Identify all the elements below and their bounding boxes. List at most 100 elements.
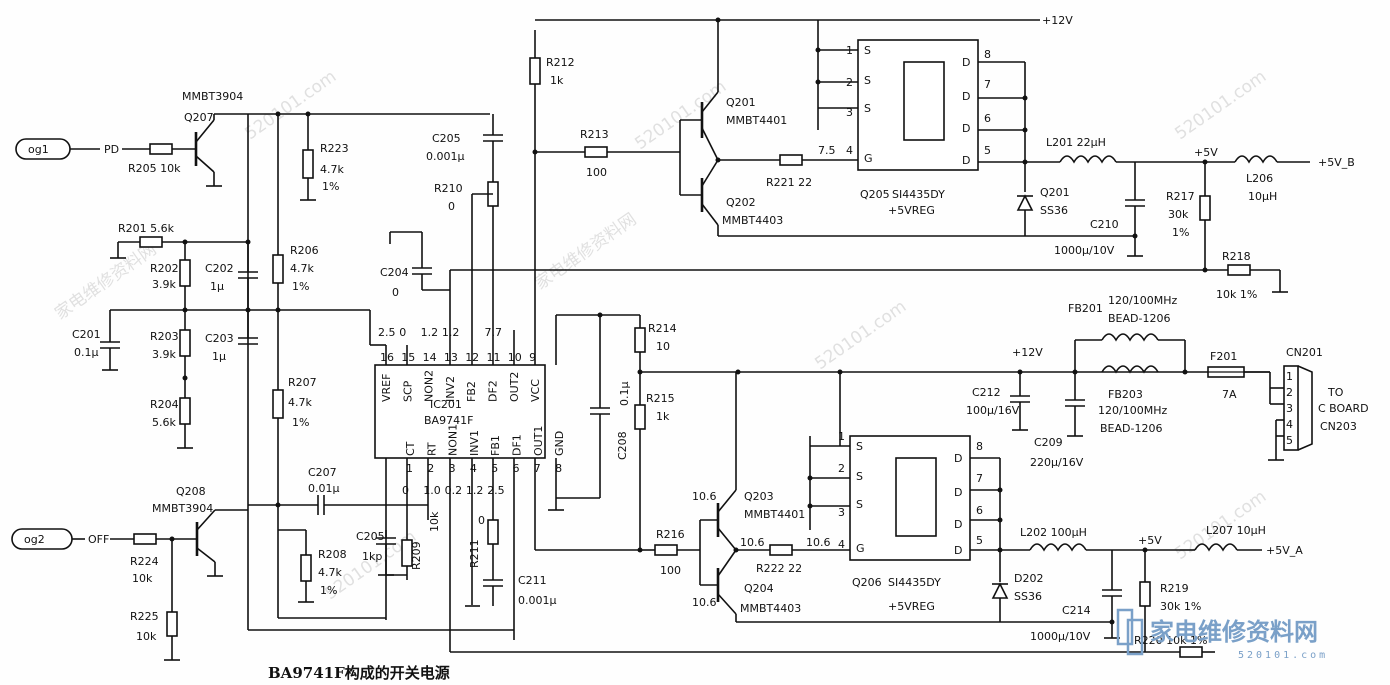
brand-logo-mark [1116, 608, 1134, 646]
og1-label: og1 [28, 143, 49, 156]
c205b-label: C205 [356, 530, 385, 543]
r225-label: R225 [130, 610, 159, 623]
r211-value: 0 [478, 514, 485, 527]
fb203-value: 120/100MHz [1098, 404, 1167, 417]
c201-value: 0.1µ [74, 346, 99, 359]
ic201-pin-num: 4 [470, 462, 477, 475]
r206-value: 4.7k [290, 262, 314, 275]
q203-part: MMBT4401 [744, 508, 805, 521]
ic201-pin-num: 15 [401, 351, 415, 364]
c212-value: 100µ/16V [966, 404, 1020, 417]
r218-value: 10k 1% [1216, 288, 1257, 301]
q205-part: SI4435DY [892, 188, 945, 201]
cn201-to: TO [1327, 386, 1344, 399]
r223-value: 4.7k [320, 163, 344, 176]
r220-label: R220 10k 1% [1134, 634, 1207, 647]
c208-label: C208 [616, 431, 629, 460]
mosfet-pin-letter: S [864, 102, 871, 115]
c205a-label: C205 [432, 132, 461, 145]
mosfet-pin-letter: D [954, 486, 962, 499]
r216-value: 100 [660, 564, 681, 577]
q205-pin8: 8 [984, 48, 991, 61]
d202-diode: D202 SS36 [991, 550, 1043, 622]
ic201-pin-name: RT [425, 442, 438, 456]
r217-value: 30k [1168, 208, 1189, 221]
ic201-pin-name: GND [553, 431, 566, 456]
c209-label: C209 [1034, 436, 1063, 449]
q202-ref: Q202 [726, 196, 756, 209]
mosfet-pin-letter: G [856, 542, 865, 555]
r218-label: R218 [1222, 250, 1251, 263]
l207-inductor: L207 10µH +5V_A [1180, 524, 1303, 557]
ic201-pin-name: OUT1 [532, 426, 545, 456]
off-label: OFF [88, 533, 109, 546]
fb203-label: FB203 [1108, 388, 1143, 401]
r213-value: 100 [586, 166, 607, 179]
mosfet-pin-letter: D [954, 452, 962, 465]
q205-pin6: 6 [984, 112, 991, 125]
ic201-ref: IC201 [430, 398, 462, 411]
c203-value: 1µ [212, 350, 226, 363]
q205-pin2: 2 [846, 76, 853, 89]
mosfet-pin-letter: D [962, 122, 970, 135]
rail-5v-bottom: +5V [1138, 534, 1162, 547]
q206-ref: Q206 [852, 576, 882, 589]
d201-label: Q201 [1040, 186, 1070, 199]
r221-label: R221 22 [766, 176, 812, 189]
ic201-pin-num: 14 [423, 351, 437, 364]
brand-logo-mark-2 [1126, 618, 1144, 656]
r216-resistor: R216 100 [640, 528, 700, 577]
l206-value: 10µH [1248, 190, 1277, 203]
r202-r204-chain: R202 3.9k R203 3.9k R204 5.6k [150, 242, 193, 449]
r222-resistor: R222 22 10.6 [756, 536, 850, 575]
r211-c211: R211 0 C211 0.001µ [465, 514, 557, 607]
cn201-pin2: 2 [1286, 386, 1293, 399]
r212-resistor: R212 1k [529, 56, 575, 87]
q205-pin4: 4 [846, 144, 853, 157]
q205-ref: Q205 [860, 188, 890, 201]
c202-label: C202 [205, 262, 234, 275]
ic201-pin-num: 8 [555, 462, 562, 475]
ic201-pin-name: DF2 [487, 380, 500, 402]
cn201-pin1: 1 [1286, 370, 1293, 383]
ic201-body [374, 364, 546, 459]
q207-transistor: MMBT3904 Q207 [182, 90, 248, 187]
rail-12v-mid: +12V [1012, 346, 1043, 359]
r206-tol: 1% [292, 280, 309, 293]
ic201-pin-voltage: 2.5 [378, 326, 396, 339]
q207-part: MMBT3904 [182, 90, 243, 103]
f201-fuse: F201 7A [1207, 350, 1245, 401]
q205-gate-v: 7.5 [818, 144, 836, 157]
ic201-bottom-pins: 10CT21.0RT30.2NON141.2INV152.5FB16DF17OU… [402, 424, 566, 497]
c203-label: C203 [205, 332, 234, 345]
r213-resistor: R213 100 [535, 128, 680, 179]
ic201-pin-num: 5 [491, 462, 498, 475]
ic201-part: BA9741F [424, 414, 473, 427]
ic201-pin-num: 1 [406, 462, 413, 475]
ic201-pin-name: OUT2 [508, 372, 521, 402]
c204-value: 0 [392, 286, 399, 299]
c209-capacitor: C209 220µ/16V [1030, 372, 1085, 469]
mosfet-pin-letter: D [954, 544, 962, 557]
c205b-value: 1kp [362, 550, 382, 563]
c204-label: C204 [380, 266, 409, 279]
ic201: IC201 BA9741F 162.5VREF150SCP141.2NON213… [374, 326, 566, 497]
c214-value: 1000µ/10V [1030, 630, 1091, 643]
watermark-url: 520101.com [811, 297, 910, 375]
d201-diode: Q201 SS36 [1016, 162, 1070, 236]
c207-label: C207 [308, 466, 337, 479]
pd-label: PD [104, 143, 119, 156]
q206-pin8: 8 [976, 440, 983, 453]
q206-pin5: 5 [976, 534, 983, 547]
ic201-pin-num: 16 [380, 351, 394, 364]
c204-capacitor: C204 0 [380, 231, 450, 299]
ic201-pin-name: NON2 [423, 370, 436, 402]
r209-value: 10k [428, 511, 441, 532]
r219-label: R219 [1160, 582, 1189, 595]
c202-value: 1µ [210, 280, 224, 293]
brand-name: 家电维修资料网 [1150, 617, 1318, 646]
c211-value: 0.001µ [518, 594, 557, 607]
r223-tol: 1% [322, 180, 339, 193]
r221-resistor: R221 22 7.5 [766, 144, 858, 189]
brand-logo: 家电维修资料网 520101.com [1116, 608, 1325, 661]
